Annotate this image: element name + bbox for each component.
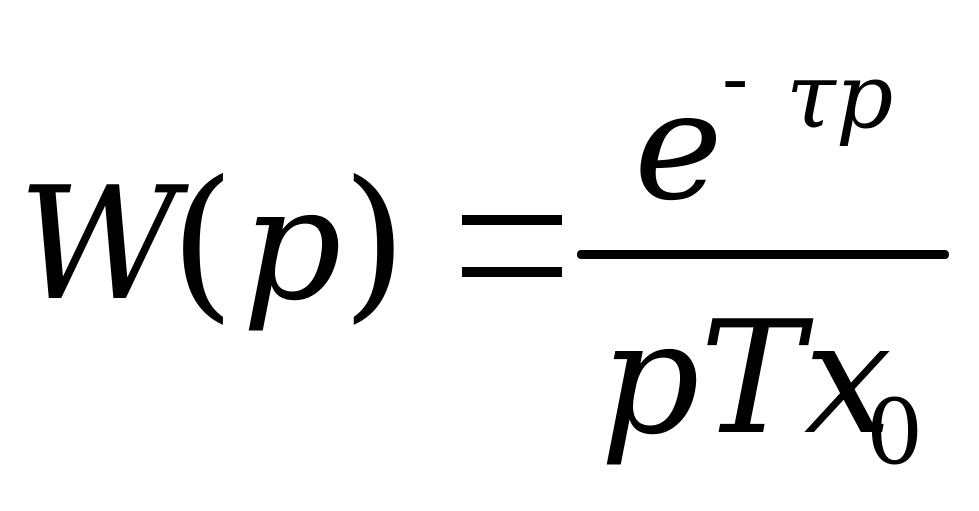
- function-argument: p: [242, 153, 342, 335]
- equals-top-bar: [462, 215, 562, 225]
- numerator-exponential-base: e: [634, 60, 723, 234]
- close-parenthesis: ): [342, 146, 407, 339]
- numerator-exponent: τp: [786, 44, 894, 149]
- equals-sign: [462, 215, 562, 277]
- numerator-exponent-sign: -: [722, 34, 749, 124]
- denominator-expression: pTx: [600, 287, 892, 469]
- fraction-bar: [577, 250, 949, 259]
- function-symbol: W: [18, 153, 179, 335]
- equals-bottom-bar: [462, 267, 562, 277]
- open-parenthesis: (: [170, 146, 235, 339]
- denominator-subscript: 0: [866, 380, 924, 485]
